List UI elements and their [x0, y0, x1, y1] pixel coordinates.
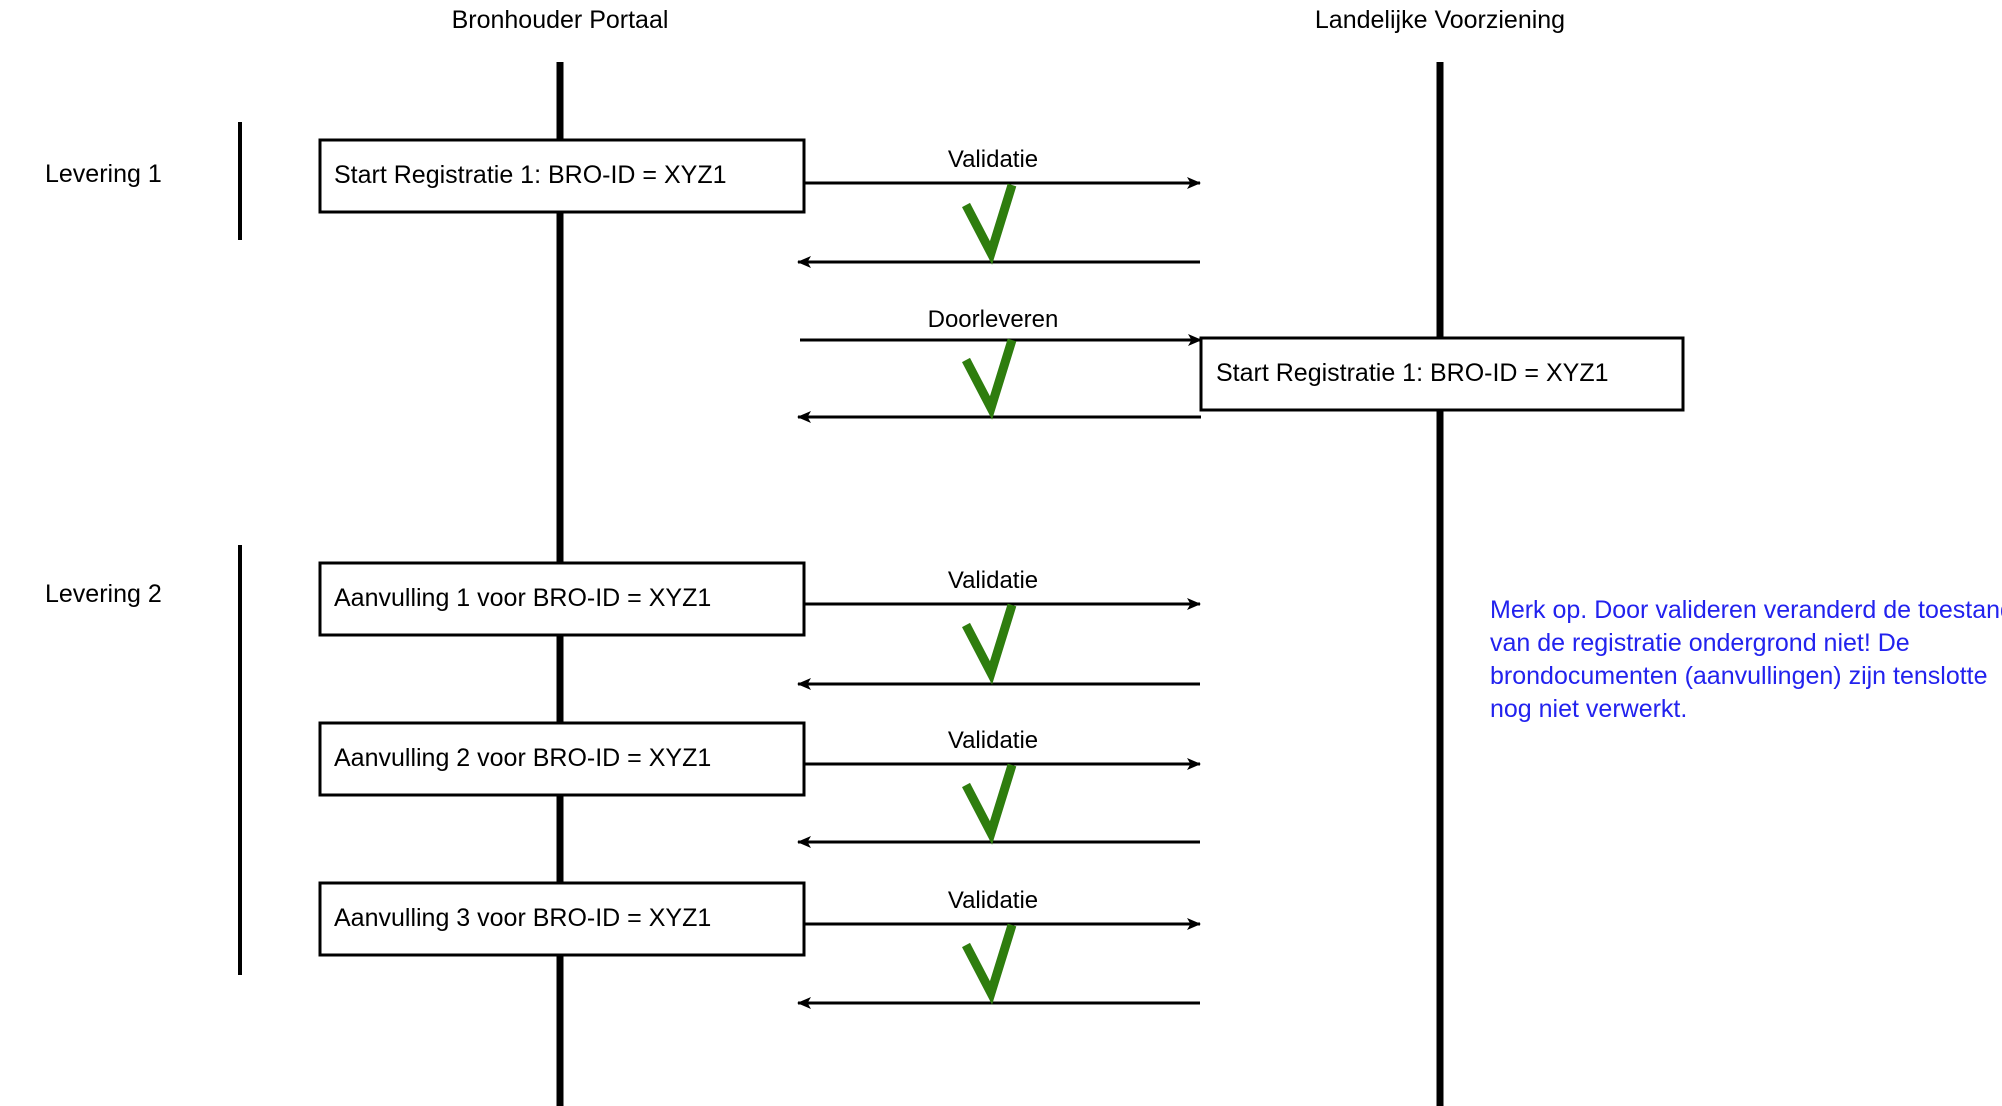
note-line-4: nog niet verwerkt.	[1490, 695, 1687, 723]
message-validatie-4: Validatie	[804, 887, 1201, 930]
message-label-validatie-4: Validatie	[948, 887, 1038, 914]
message-box-aanvulling-2[interactable]: Aanvulling 2 voor BRO-ID = XYZ1	[318, 721, 806, 797]
box-label-aanvulling-2: Aanvulling 2 voor BRO-ID = XYZ1	[334, 744, 711, 772]
lifeline-label-bronhouder: Bronhouder Portaal	[452, 6, 669, 34]
box-label-aanvulling-1: Aanvulling 1 voor BRO-ID = XYZ1	[334, 584, 711, 612]
message-validatie-3: Validatie	[804, 727, 1201, 770]
group-levering-2: Levering 2	[45, 545, 242, 975]
message-label-validatie-1: Validatie	[948, 146, 1038, 173]
message-doorleveren: Doorleveren	[800, 306, 1202, 346]
lifeline-landelijke-voorziening: Landelijke Voorziening	[1315, 6, 1565, 1106]
box-label-start-registratie-right: Start Registratie 1: BRO-ID = XYZ1	[1216, 359, 1609, 387]
note-validatie: Merk op. Door valideren veranderd de toe…	[1490, 596, 2002, 723]
box-outline-start-registratie-left	[318, 138, 806, 214]
group-label-levering-1: Levering 1	[45, 160, 162, 188]
box-label-start-registratie-left: Start Registratie 1: BRO-ID = XYZ1	[334, 161, 727, 189]
check-icon-2	[962, 338, 1017, 420]
check-icon-4	[962, 763, 1017, 845]
group-label-levering-2: Levering 2	[45, 580, 162, 608]
box-label-aanvulling-3: Aanvulling 3 voor BRO-ID = XYZ1	[334, 904, 711, 932]
check-icon-1	[962, 183, 1017, 265]
check-icon-5	[962, 923, 1017, 1005]
message-label-doorleveren: Doorleveren	[928, 306, 1059, 333]
message-box-aanvulling-3[interactable]: Aanvulling 3 voor BRO-ID = XYZ1	[318, 881, 806, 957]
message-box-start-registratie-right[interactable]: Start Registratie 1: BRO-ID = XYZ1	[1199, 336, 1685, 412]
message-label-validatie-2: Validatie	[948, 567, 1038, 594]
check-icon-3	[962, 603, 1017, 685]
box-outline-aanvulling-2	[318, 721, 806, 797]
box-outline-aanvulling-3	[318, 881, 806, 957]
message-validatie-2: Validatie	[804, 567, 1201, 610]
box-outline-start-registratie-right	[1199, 336, 1685, 412]
note-line-2: van de registratie ondergrond niet! De	[1490, 629, 1910, 657]
message-box-aanvulling-1[interactable]: Aanvulling 1 voor BRO-ID = XYZ1	[318, 561, 806, 637]
note-line-1: Merk op. Door valideren veranderd de toe…	[1490, 596, 2002, 624]
lifeline-label-landelijke: Landelijke Voorziening	[1315, 6, 1565, 34]
message-box-start-registratie-left[interactable]: Start Registratie 1: BRO-ID = XYZ1	[318, 138, 806, 214]
note-line-3: brondocumenten (aanvullingen) zijn tensl…	[1490, 662, 1988, 690]
message-label-validatie-3: Validatie	[948, 727, 1038, 754]
box-outline-aanvulling-1	[318, 561, 806, 637]
group-levering-1: Levering 1	[45, 122, 242, 240]
message-validatie-1: Validatie	[804, 146, 1201, 189]
